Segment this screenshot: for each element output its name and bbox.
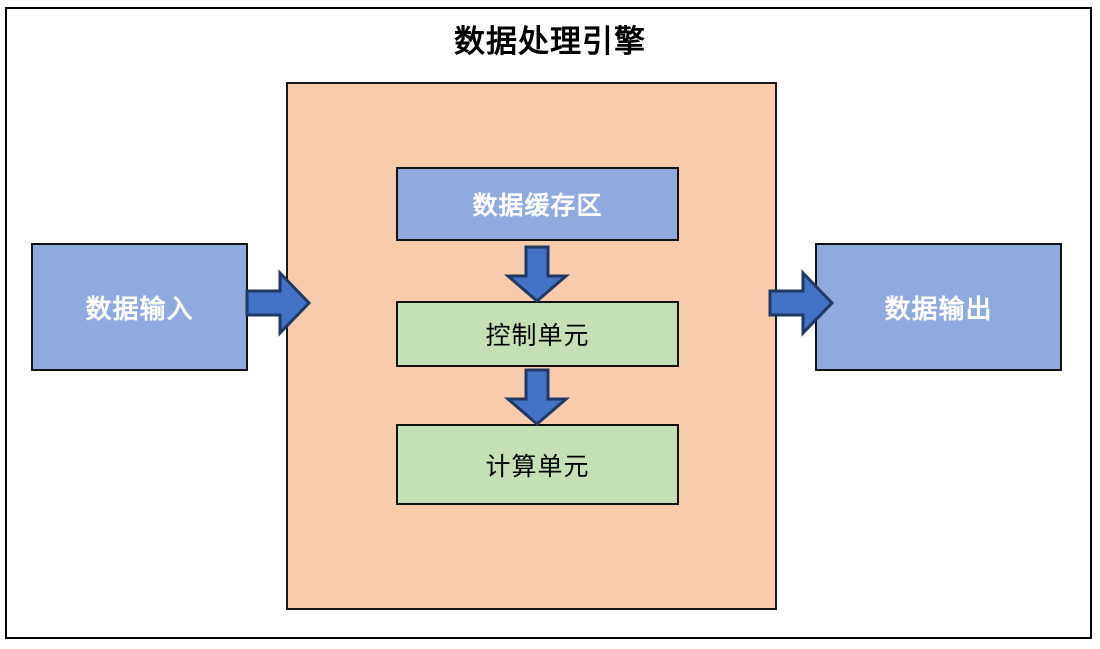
- node-data-cache[interactable]: 数据缓存区: [396, 167, 679, 241]
- arrow-down-icon-control-to-compute: [503, 368, 571, 426]
- node-control-unit[interactable]: 控制单元: [396, 301, 679, 367]
- node-data-input[interactable]: 数据输入: [31, 243, 248, 371]
- node-data-output[interactable]: 数据输出: [815, 243, 1062, 371]
- page-title: 数据处理引擎: [454, 24, 646, 59]
- arrow-right-icon-engine-to-output: [768, 269, 835, 337]
- arrow-right-icon-input-to-engine: [245, 269, 312, 337]
- node-compute-unit[interactable]: 计算单元: [396, 424, 679, 505]
- arrow-down-icon-cache-to-control: [503, 245, 571, 303]
